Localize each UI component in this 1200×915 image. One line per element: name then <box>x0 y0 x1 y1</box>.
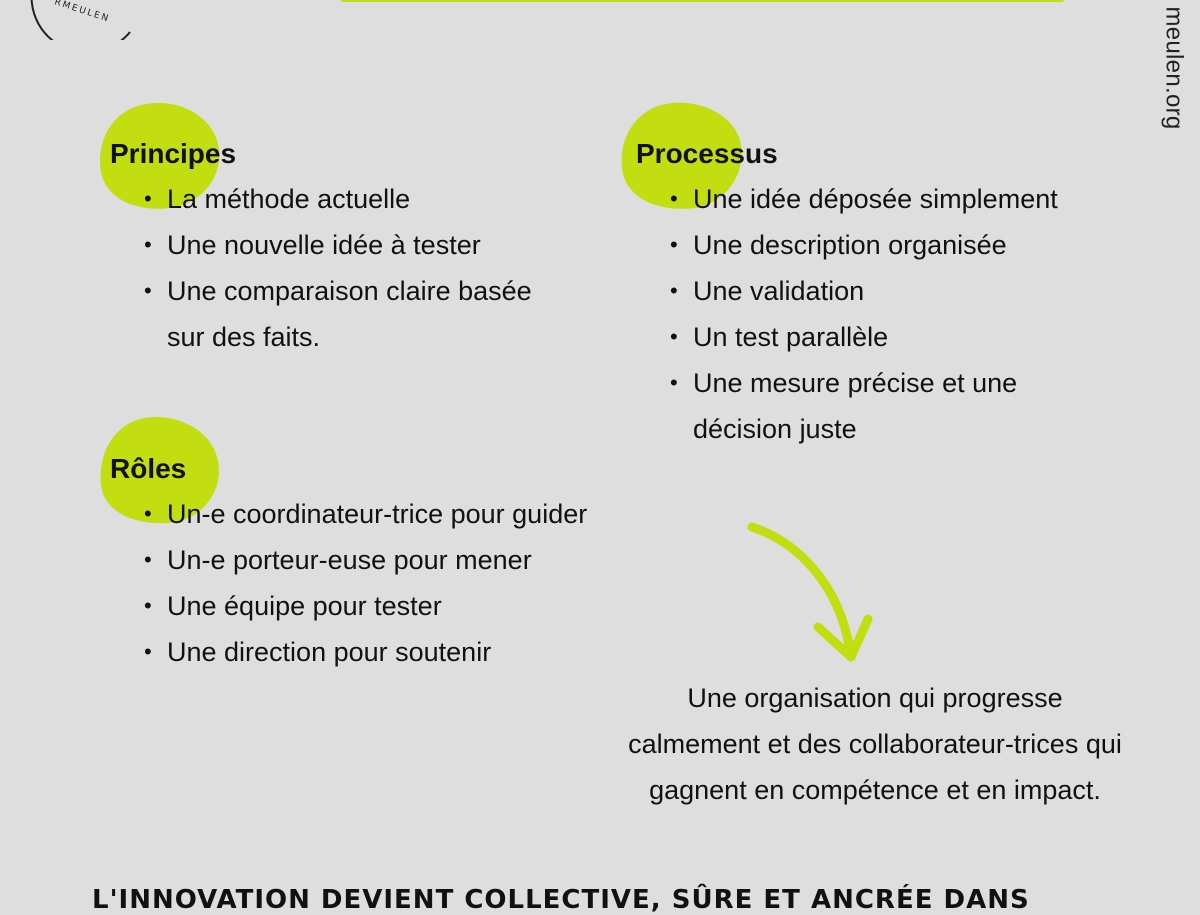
tagline: L'innovation devient collective, sûre et… <box>92 885 1030 915</box>
principes-blob-shape <box>100 102 220 209</box>
list-item: •Une direction pour soutenir <box>110 629 670 675</box>
processus-heading: Processus <box>636 138 778 169</box>
roles-section: Rôles •Un-e coordinateur-trice pour guid… <box>110 452 670 675</box>
processus-section: Processus •Une idée déposée simplement •… <box>636 137 1156 452</box>
principes-section: Principes •La méthode actuelle •Une nouv… <box>110 137 610 360</box>
bullet-icon: • <box>670 186 678 211</box>
top-accent-bar <box>340 0 1065 2</box>
bullet-icon: • <box>144 501 152 526</box>
conclusion-line: gagnent en compétence et en impact. <box>649 775 1101 805</box>
bullet-icon: • <box>670 232 678 257</box>
site-url-vertical: meulen.org <box>1156 0 1192 135</box>
list-item: •Un-e porteur-euse pour mener <box>110 537 670 583</box>
bullet-icon: • <box>670 370 678 395</box>
roles-list: •Un-e coordinateur-trice pour guider •Un… <box>110 491 670 675</box>
conclusion-line: Une organisation qui progresse <box>687 683 1063 713</box>
bullet-icon: • <box>670 324 678 349</box>
list-item-continuation: décision juste <box>693 414 857 444</box>
bullet-icon: • <box>144 232 152 257</box>
processus-list: •Une idée déposée simplement •Une descri… <box>636 176 1156 452</box>
list-item: •Un test parallèle <box>636 314 1156 360</box>
site-url-text: meulen.org <box>1161 5 1189 130</box>
conclusion-text: Une organisation qui progresse calmement… <box>585 675 1165 813</box>
bullet-icon: • <box>144 593 152 618</box>
bullet-icon: • <box>144 547 152 572</box>
list-item: •Une validation <box>636 268 1156 314</box>
bullet-icon: • <box>144 278 152 303</box>
list-item-continuation: sur des faits. <box>167 322 321 352</box>
list-item: •Une nouvelle idée à tester <box>110 222 610 268</box>
list-item: •Une comparaison claire basée <box>110 268 610 314</box>
list-item: •Un-e coordinateur-trice pour guider <box>110 491 670 537</box>
list-item: •Une description organisée <box>636 222 1156 268</box>
list-item: •Une idée déposée simplement <box>636 176 1156 222</box>
bullet-icon: • <box>144 639 152 664</box>
conclusion-line: calmement et des collaborateur-trices qu… <box>628 729 1122 759</box>
bullet-icon: • <box>670 278 678 303</box>
list-item: •Une équipe pour tester <box>110 583 670 629</box>
curved-arrow-down-icon <box>747 522 873 662</box>
roles-heading: Rôles <box>110 453 187 484</box>
principes-heading: Principes <box>110 138 237 169</box>
principes-list: •La méthode actuelle •Une nouvelle idée … <box>110 176 610 360</box>
processus-blob-shape <box>621 102 742 209</box>
logo-badge: RMEULEN <box>30 0 131 40</box>
logo-text: RMEULEN <box>53 0 111 25</box>
roles-blob-shape <box>100 416 219 524</box>
list-item: •Une mesure précise et une <box>636 360 1156 406</box>
list-item: •La méthode actuelle <box>110 176 610 222</box>
bullet-icon: • <box>144 186 152 211</box>
